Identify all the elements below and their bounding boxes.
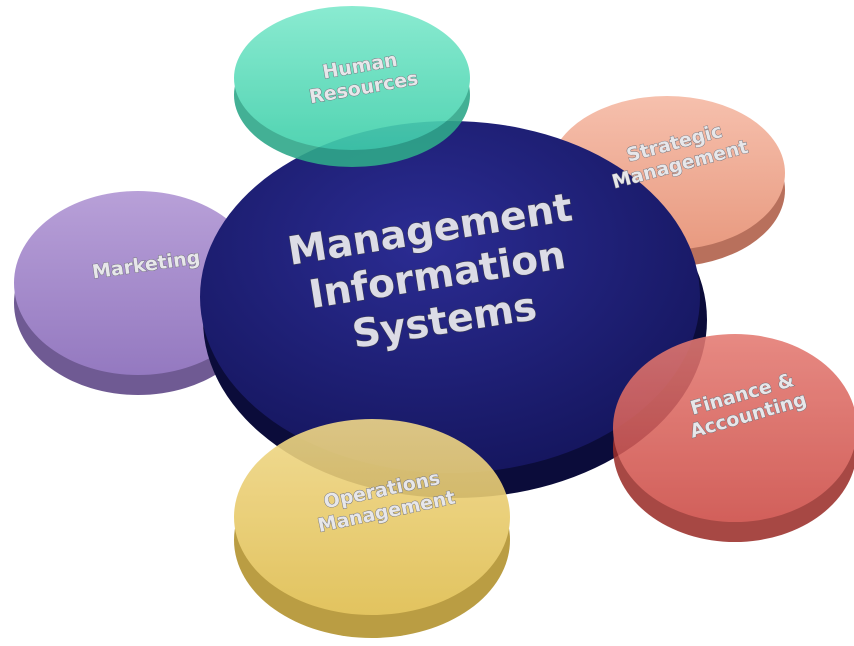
node-operations-management	[234, 419, 510, 638]
node-center	[200, 121, 707, 498]
node-human-resources-top	[234, 6, 470, 150]
strategic-management-label: Strategic Management	[609, 120, 751, 194]
node-marketing	[14, 191, 262, 395]
node-operations-management-top	[234, 419, 510, 615]
node-finance-accounting-top	[613, 334, 854, 522]
node-human-resources	[234, 6, 470, 167]
node-finance-accounting	[613, 334, 854, 542]
node-marketing-top	[14, 191, 262, 375]
node-center-top	[200, 121, 700, 473]
